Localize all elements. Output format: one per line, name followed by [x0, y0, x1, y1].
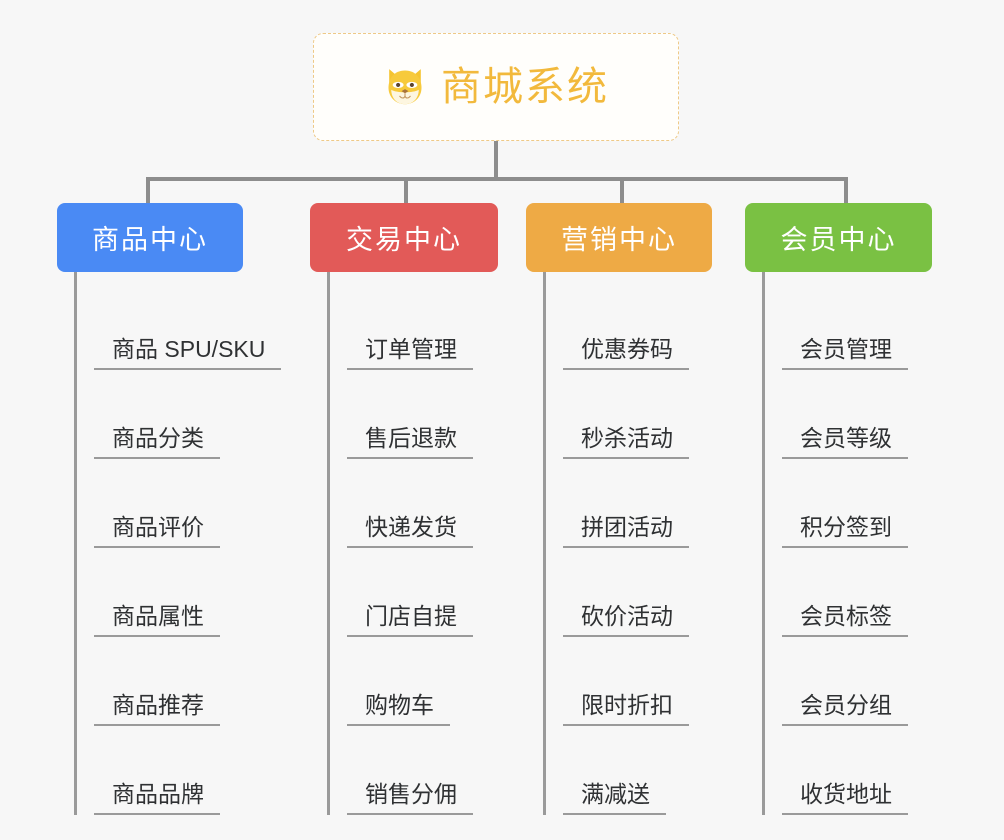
- connector-drop-marketing-center: [620, 177, 624, 205]
- item-list-product-center: 商品 SPU/SKU 商品分类 商品评价 商品属性 商品推荐 商品品牌: [74, 272, 282, 815]
- item-label: 商品推荐: [112, 692, 204, 719]
- list-item[interactable]: 商品评价: [94, 459, 220, 548]
- list-item[interactable]: 商品品牌: [94, 726, 220, 815]
- list-item[interactable]: 收货地址: [782, 726, 908, 815]
- list-item[interactable]: 会员管理: [782, 281, 908, 370]
- list-item[interactable]: 商品 SPU/SKU: [94, 281, 282, 370]
- root-node[interactable]: 商城系统: [313, 33, 679, 141]
- item-label: 会员等级: [800, 425, 892, 452]
- item-label: 商品属性: [112, 603, 204, 630]
- connector-drop-trade-center: [404, 177, 408, 205]
- connector-drop-product-center: [146, 177, 150, 205]
- root-title: 商城系统: [441, 65, 609, 109]
- list-item[interactable]: 秒杀活动: [563, 370, 689, 459]
- list-item[interactable]: 拼团活动: [563, 459, 689, 548]
- category-label: 会员中心: [780, 225, 897, 255]
- item-label: 满减送: [581, 781, 650, 808]
- item-list-member-center: 会员管理 会员等级 积分签到 会员标签 会员分组 收货地址: [762, 272, 932, 815]
- item-label: 收货地址: [800, 781, 892, 808]
- category-header-trade-center[interactable]: 交易中心: [310, 203, 498, 272]
- branch-product-center: 商品中心 商品 SPU/SKU 商品分类 商品评价 商品属性 商品推荐 商品品牌: [57, 203, 282, 815]
- list-item[interactable]: 优惠券码: [563, 281, 689, 370]
- item-label: 订单管理: [365, 336, 457, 363]
- category-header-marketing-center[interactable]: 营销中心: [526, 203, 712, 272]
- list-item[interactable]: 限时折扣: [563, 637, 689, 726]
- item-label: 门店自提: [365, 603, 457, 630]
- category-label: 商品中心: [92, 225, 208, 255]
- list-item[interactable]: 积分签到: [782, 459, 908, 548]
- item-label: 砍价活动: [581, 603, 673, 630]
- list-item[interactable]: 门店自提: [347, 548, 473, 637]
- item-label: 会员分组: [800, 692, 892, 719]
- item-label: 商品评价: [112, 514, 204, 541]
- list-item[interactable]: 会员分组: [782, 637, 908, 726]
- item-list-marketing-center: 优惠券码 秒杀活动 拼团活动 砍价活动 限时折扣 满减送: [543, 272, 712, 815]
- list-item[interactable]: 商品分类: [94, 370, 220, 459]
- branch-marketing-center: 营销中心 优惠券码 秒杀活动 拼团活动 砍价活动 限时折扣 满减送: [526, 203, 712, 815]
- list-item[interactable]: 会员等级: [782, 370, 908, 459]
- item-label: 售后退款: [365, 425, 457, 452]
- item-label: 商品 SPU/SKU: [112, 336, 266, 363]
- list-item[interactable]: 满减送: [563, 726, 666, 815]
- item-label: 积分签到: [800, 514, 892, 541]
- category-header-product-center[interactable]: 商品中心: [57, 203, 243, 272]
- list-item[interactable]: 商品属性: [94, 548, 220, 637]
- category-label: 营销中心: [561, 225, 677, 255]
- shiba-dog-face-icon: [383, 65, 427, 109]
- item-label: 限时折扣: [581, 692, 673, 719]
- item-list-trade-center: 订单管理 售后退款 快递发货 门店自提 购物车 销售分佣: [327, 272, 498, 815]
- connector-drop-member-center: [844, 177, 848, 205]
- item-label: 拼团活动: [581, 514, 673, 541]
- category-header-member-center[interactable]: 会员中心: [745, 203, 932, 272]
- list-item[interactable]: 商品推荐: [94, 637, 220, 726]
- item-label: 购物车: [365, 692, 434, 719]
- item-label: 优惠券码: [581, 336, 673, 363]
- branch-trade-center: 交易中心 订单管理 售后退款 快递发货 门店自提 购物车 销售分佣: [310, 203, 498, 815]
- item-label: 会员标签: [800, 603, 892, 630]
- item-label: 会员管理: [800, 336, 892, 363]
- list-item[interactable]: 销售分佣: [347, 726, 473, 815]
- branch-member-center: 会员中心 会员管理 会员等级 积分签到 会员标签 会员分组 收货地址: [745, 203, 932, 815]
- item-label: 商品品牌: [112, 781, 204, 808]
- list-item[interactable]: 会员标签: [782, 548, 908, 637]
- list-item[interactable]: 砍价活动: [563, 548, 689, 637]
- category-label: 交易中心: [346, 225, 462, 255]
- connector-root-stem: [494, 141, 498, 179]
- item-label: 商品分类: [112, 425, 204, 452]
- connector-horizontal-bus: [148, 177, 848, 181]
- item-label: 销售分佣: [365, 781, 457, 808]
- item-label: 快递发货: [365, 514, 457, 541]
- list-item[interactable]: 购物车: [347, 637, 450, 726]
- list-item[interactable]: 快递发货: [347, 459, 473, 548]
- item-label: 秒杀活动: [581, 425, 673, 452]
- list-item[interactable]: 售后退款: [347, 370, 473, 459]
- list-item[interactable]: 订单管理: [347, 281, 473, 370]
